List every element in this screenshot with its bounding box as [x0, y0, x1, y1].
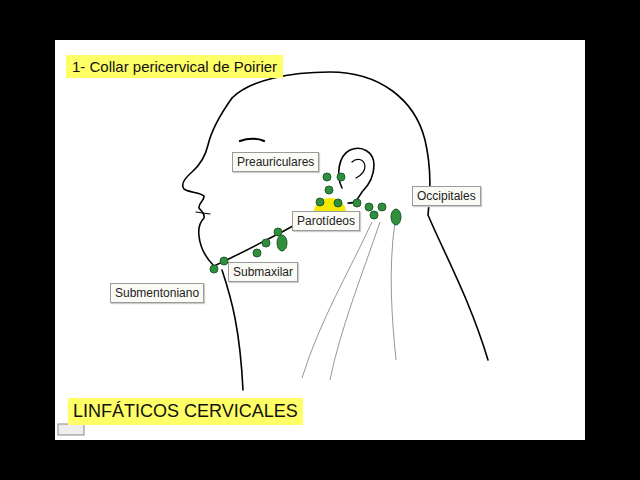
slide-caption: LINFÁTICOS CERVICALES: [68, 398, 303, 425]
node-label: Occipitales: [412, 186, 481, 206]
lymph-label: Occipitales: [417, 189, 476, 203]
slide: [55, 40, 585, 440]
lymph-label: Submaxilar: [233, 265, 293, 279]
caption-text: LINFÁTICOS CERVICALES: [73, 401, 298, 421]
node-label: Preauriculares: [232, 152, 319, 172]
lymph-label: Parotídeos: [297, 214, 355, 228]
lymph-label: Preauriculares: [237, 155, 314, 169]
node-label: Submentoniano: [110, 283, 204, 303]
node-label: Submaxilar: [228, 262, 298, 282]
lymph-label: Submentoniano: [115, 286, 199, 300]
slide-title: 1- Collar pericervical de Poirier: [66, 55, 283, 78]
title-text: 1- Collar pericervical de Poirier: [72, 58, 277, 75]
node-label: Parotídeos: [292, 211, 360, 231]
